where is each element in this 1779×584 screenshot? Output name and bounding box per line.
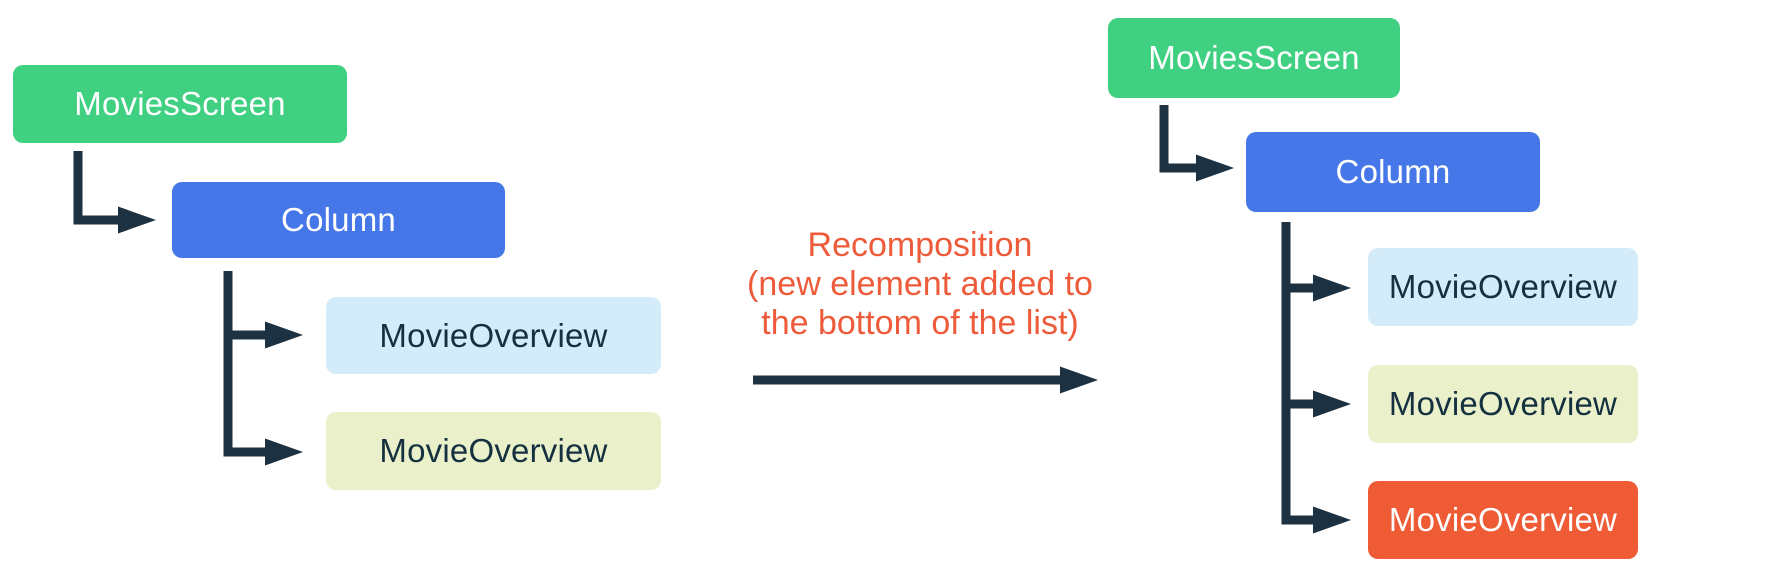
left-movieoverview-node-2: MovieOverview [326, 412, 661, 490]
right-column-node: Column [1246, 132, 1540, 212]
recomposition-caption: Recomposition (new element added to the … [715, 226, 1125, 343]
left-column-node: Column [172, 182, 505, 258]
left-column-to-children-connector [223, 271, 303, 466]
recomposition-arrow [753, 366, 1098, 394]
left-moviesscreen-node: MoviesScreen [13, 65, 347, 143]
caption-line-1: Recomposition [807, 226, 1033, 264]
caption-line-3: the bottom of the list) [761, 304, 1079, 342]
right-moviesscreen-node: MoviesScreen [1108, 18, 1400, 98]
right-movieoverview-node-new: MovieOverview [1368, 481, 1638, 559]
left-root-to-column-connector [73, 151, 156, 234]
left-movieoverview-node-1: MovieOverview [326, 297, 661, 374]
right-movieoverview-node-1: MovieOverview [1368, 248, 1638, 326]
right-root-to-column-connector [1159, 105, 1234, 182]
caption-line-2: (new element added to [747, 265, 1093, 303]
right-movieoverview-node-2: MovieOverview [1368, 365, 1638, 443]
right-column-to-children-connector [1281, 222, 1351, 534]
